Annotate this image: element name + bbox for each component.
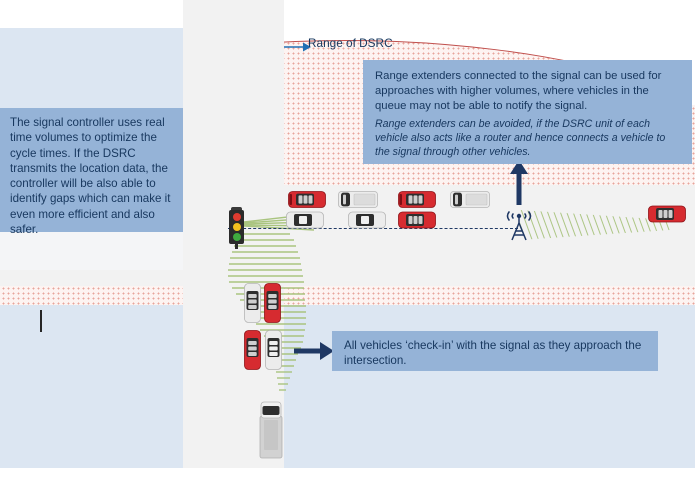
vehicle-white-east-2 [348, 211, 386, 229]
traffic-light[interactable] [228, 207, 245, 249]
range-of-dsrc-label: Range of DSRC [308, 36, 393, 50]
vehicle-red-north-2 [243, 330, 262, 370]
vehicle-white-east-1 [286, 211, 324, 229]
vehicle-white-west-1 [338, 190, 378, 209]
traffic-light-pole [235, 244, 238, 249]
check-in-callout-text: All vehicles ‘check-in’ with the signal … [344, 339, 642, 368]
background-bottom-white [0, 468, 695, 494]
range-extender-callout-text: Range extenders connected to the signal … [375, 70, 662, 112]
text-caret[interactable] [40, 310, 42, 332]
signal-controller-callout-text: The signal controller uses real time vol… [10, 116, 171, 237]
background-gap-left-2 [0, 232, 183, 270]
vehicle-truck-north [258, 400, 284, 460]
background-band-bottom-right-overlay [284, 305, 695, 468]
traffic-light-cap [231, 207, 242, 211]
vehicle-white-north-1 [243, 283, 262, 323]
dsrc-link-line [228, 228, 518, 229]
vehicle-white-north-2 [264, 330, 283, 370]
vehicle-red-west-1 [288, 190, 326, 209]
comm-cone-east [520, 208, 670, 242]
traffic-light-red-lamp [232, 213, 241, 221]
background-band-bottom-left-overlay [0, 305, 183, 468]
vehicle-white-west-2 [450, 190, 490, 209]
arrow-right-icon [294, 341, 334, 361]
range-of-dsrc-arrow [284, 40, 312, 52]
arrow-up-icon [509, 160, 529, 205]
traffic-light-yellow-lamp [232, 223, 241, 231]
vehicle-red-east-1 [398, 211, 436, 229]
background-top-white-left [0, 0, 183, 28]
signal-controller-callout: The signal controller uses real time vol… [0, 108, 183, 236]
vehicle-red-west-2 [398, 190, 436, 209]
vehicle-red-north-1 [263, 283, 282, 323]
vehicle-red-far-east [648, 205, 686, 223]
range-extender-callout: Range extenders connected to the signal … [363, 60, 692, 164]
traffic-light-green-lamp [232, 233, 241, 241]
background-band-top-left-overlay [0, 28, 183, 108]
range-extender-callout-note: Range extenders can be avoided, if the D… [375, 117, 666, 159]
radio-tower-icon[interactable] [504, 202, 538, 242]
check-in-callout: All vehicles ‘check-in’ with the signal … [332, 331, 658, 371]
